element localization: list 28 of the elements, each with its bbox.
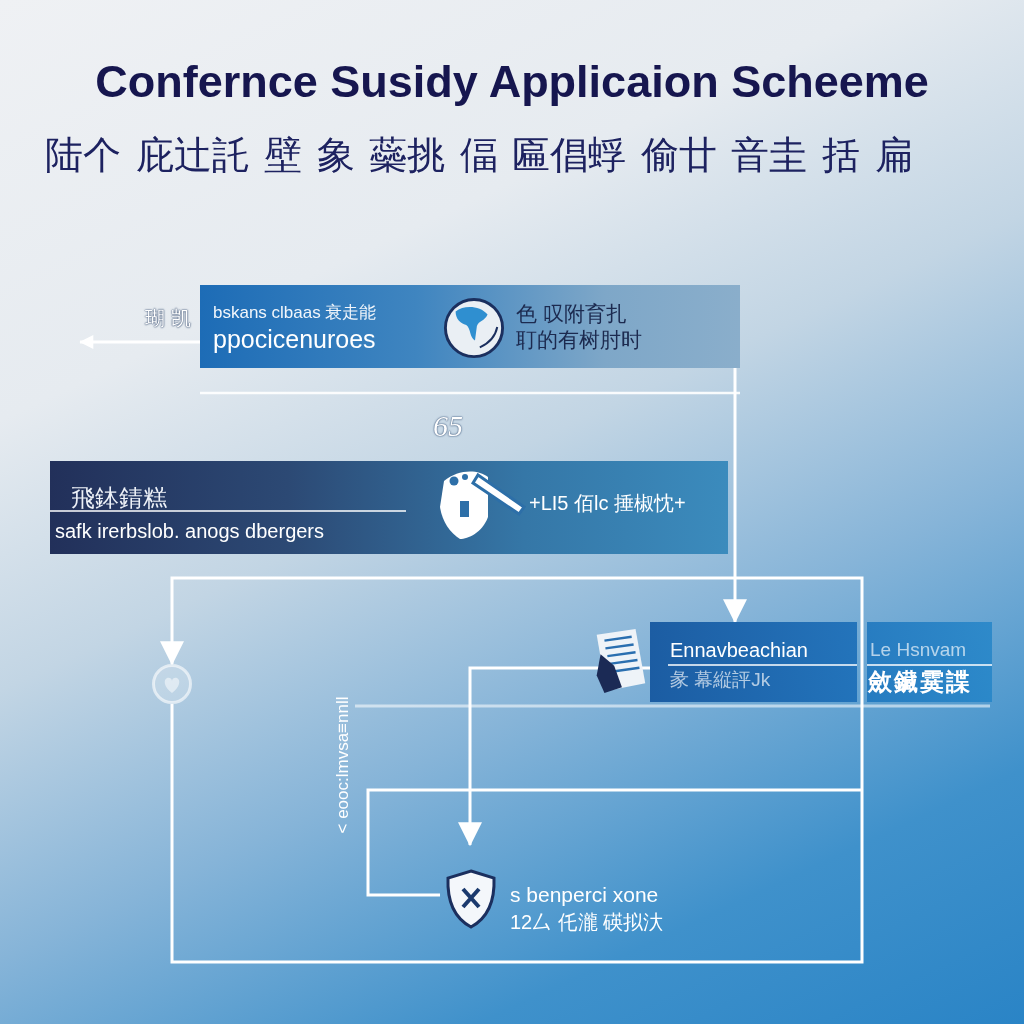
circle-marker bbox=[152, 664, 192, 704]
node-text: 12厶 仛瀧 碤拟汏 bbox=[510, 910, 664, 934]
node-heading: s benperci xone bbox=[510, 883, 659, 907]
band-text: bskans clbaas 衰走能 bbox=[213, 303, 377, 323]
band-text: safk irerbslob. anogs dbergers bbox=[55, 519, 325, 543]
band-text: +LI5 佰lc 捶椒忱+ bbox=[529, 491, 686, 515]
arrow bbox=[723, 368, 747, 624]
process-box bbox=[650, 622, 857, 702]
arrow bbox=[458, 666, 650, 847]
band-heading: 飛鉢錆糕 bbox=[71, 484, 167, 511]
subtitle: 陆个 庇辻託 壁 象 蘂挑 偪 匾倡蜉 偷廿 音圭 括 扁 bbox=[45, 133, 913, 177]
box-text: 斂鑶霙諜 bbox=[868, 668, 972, 696]
process-band bbox=[200, 285, 740, 368]
box-heading: Ennavbeachian bbox=[670, 639, 808, 661]
title: Confernce Susidy Applicaion Scheeme bbox=[94, 56, 930, 108]
band-text: 色 叹附育扎 bbox=[516, 302, 627, 326]
band-text: 耵的有树肘时 bbox=[516, 328, 642, 352]
arrow bbox=[79, 335, 200, 349]
box-text: Le Hsnvam bbox=[870, 639, 967, 661]
process-band bbox=[50, 461, 728, 554]
process-box bbox=[867, 622, 992, 702]
vertical-label: < eooc:lmvsa≡nnll bbox=[333, 695, 353, 836]
connector-line bbox=[366, 788, 862, 897]
box-text: 彖 幕縦評Jk bbox=[670, 669, 771, 691]
edge-label: 瑚 凯 bbox=[145, 306, 191, 330]
number-label: 65 bbox=[433, 410, 463, 442]
arrow bbox=[160, 576, 864, 964]
band-heading: ppocicenuroes bbox=[213, 325, 376, 353]
